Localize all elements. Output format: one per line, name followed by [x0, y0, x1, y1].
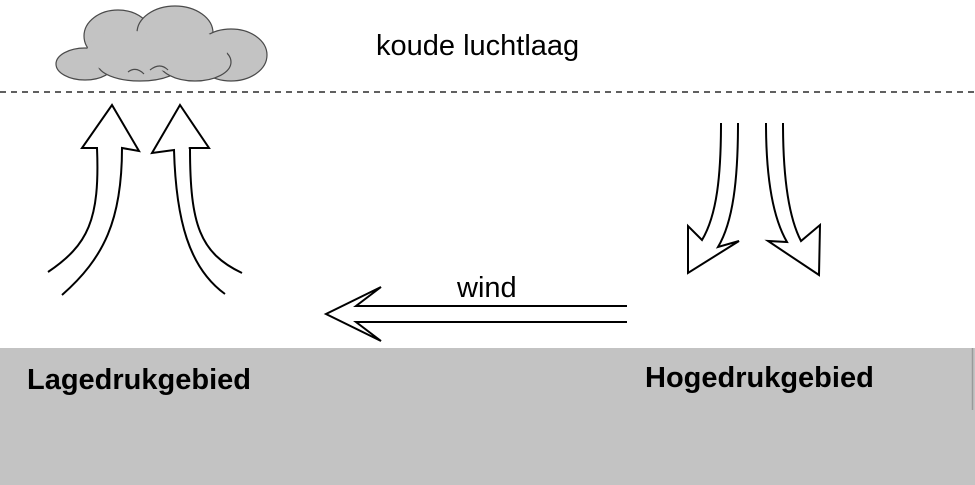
rising-air-arrows — [47, 103, 243, 296]
low-pressure-label: Lagedrukgebied — [27, 364, 251, 396]
left-arrow-icon — [323, 286, 627, 342]
high-pressure-label: Hogedrukgebied — [645, 362, 874, 394]
sinking-air-arrows — [687, 122, 822, 277]
up-arrow-icon — [150, 103, 243, 295]
down-arrow-icon — [764, 122, 822, 277]
wind-label: wind — [456, 272, 517, 304]
up-arrow-icon — [47, 103, 141, 296]
cold-layer-label: koude luchtlaag — [376, 30, 579, 62]
down-arrow-icon — [687, 122, 740, 275]
cloud-icon — [55, 5, 268, 82]
ground-surface — [0, 348, 975, 485]
